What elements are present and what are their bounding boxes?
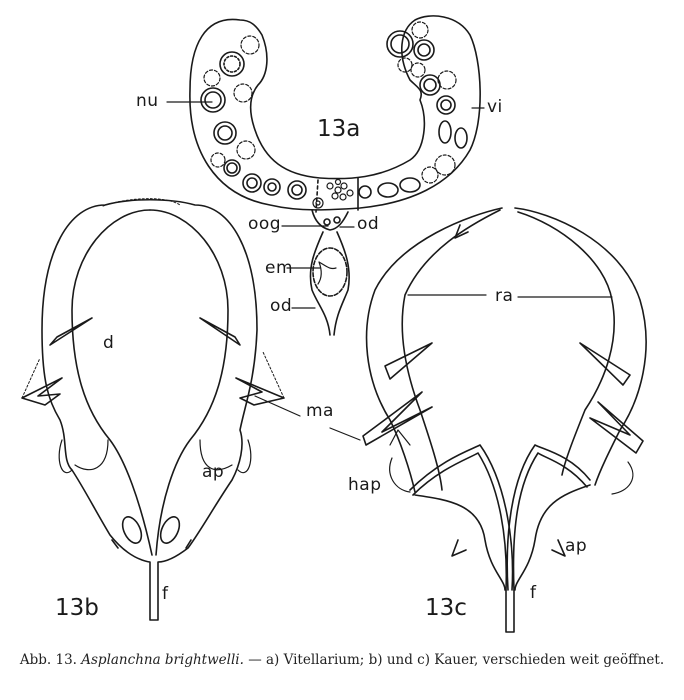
label-em: em bbox=[265, 258, 294, 278]
label-ap-13c: ap bbox=[565, 536, 588, 556]
figure-drawing bbox=[21, 15, 647, 633]
caption-species: Asplanchna brightwelli. bbox=[81, 652, 244, 668]
panel-label-13c: 13c bbox=[425, 595, 467, 621]
trophi-13c-drawing bbox=[362, 207, 647, 633]
label-ma: ma bbox=[306, 401, 334, 421]
panel-label-13a: 13a bbox=[317, 116, 361, 142]
vitellarium-drawing bbox=[189, 15, 481, 336]
label-ap-13b: ap bbox=[202, 462, 225, 482]
caption-text: — a) Vitellarium; b) und c) Kauer, versc… bbox=[248, 652, 665, 668]
figure-13: 13a nu vi oog od em od d ma ap f 13b ra … bbox=[21, 15, 647, 633]
label-vi: vi bbox=[487, 97, 503, 117]
label-hap: hap bbox=[348, 475, 382, 495]
label-ra: ra bbox=[495, 286, 514, 306]
label-d: d bbox=[103, 333, 115, 353]
label-od-lower: od bbox=[270, 296, 293, 316]
label-f-13c: f bbox=[530, 583, 537, 603]
label-f-13b: f bbox=[162, 584, 169, 604]
trophi-13b-drawing bbox=[21, 198, 285, 621]
label-nu: nu bbox=[136, 91, 159, 111]
caption-prefix: Abb. 13. bbox=[19, 652, 77, 668]
figure-caption: Abb. 13. Asplanchna brightwelli. — a) Vi… bbox=[0, 652, 684, 668]
label-oog: oog bbox=[248, 214, 282, 234]
panel-label-13b: 13b bbox=[55, 595, 99, 621]
label-od-upper: od bbox=[357, 214, 380, 234]
